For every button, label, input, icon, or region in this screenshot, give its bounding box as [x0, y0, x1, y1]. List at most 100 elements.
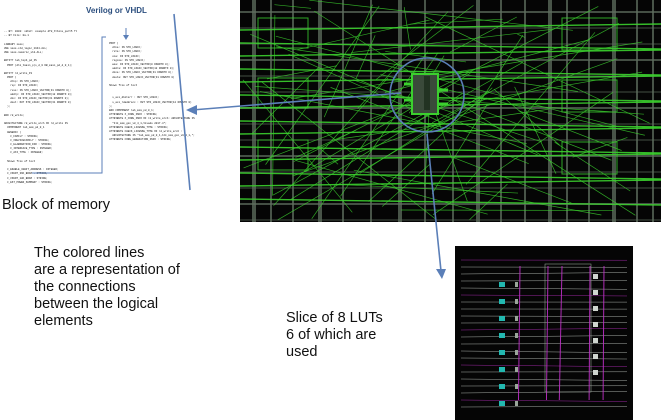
- route-net: [293, 6, 599, 163]
- panel-background: [455, 246, 633, 420]
- caption-line: 6 of which are: [286, 327, 377, 343]
- route-net: [353, 169, 602, 216]
- code-line: C_INTERFACE_TYPE : INTEGER;: [4, 147, 53, 151]
- route-bundle: [239, 42, 661, 50]
- logic-block: [561, 17, 618, 51]
- route-net: [425, 16, 650, 124]
- slice-wire: [460, 399, 628, 402]
- slice-wire: [460, 378, 628, 381]
- route-bundle: [239, 198, 661, 206]
- grid-column: [612, 0, 616, 222]
- slice-arrow-line: [426, 133, 442, 272]
- logic-block: [561, 79, 618, 113]
- code-line: PORT (: [4, 76, 17, 80]
- route-bundle: [239, 127, 661, 135]
- code-line: dlka: IN STD_LOGIC;: [106, 46, 142, 50]
- lut-pin: [515, 367, 518, 372]
- lut-pad: [499, 333, 505, 338]
- grid-column: [500, 0, 502, 222]
- code-line: dina: IN STD_LOGIC_VECTOR(31 DOWNTO 0);: [106, 71, 173, 75]
- lut-pin: [515, 384, 518, 389]
- route-net: [266, 65, 338, 80]
- grid-column: [452, 0, 454, 222]
- slice-arrowhead: [436, 269, 446, 279]
- slice-wire: [460, 391, 628, 394]
- route-bundle: [239, 146, 661, 154]
- route-net: [351, 28, 553, 53]
- route-net: [368, 87, 493, 202]
- lut-pin: [515, 282, 518, 287]
- route-net: [336, 184, 519, 194]
- code-line: C_COUNT_18K_BRAM : STRING;: [4, 176, 48, 180]
- code-line: ARCHITECTURE IS "lab_mem_pd_0_1,blk_mem_…: [106, 134, 195, 138]
- code-line: END rd_write;: [4, 113, 25, 117]
- route-net: [517, 33, 526, 38]
- memory-block-pins: [404, 82, 448, 106]
- route-net: [243, 91, 442, 169]
- route-net: [424, 71, 643, 111]
- slice-wire: [460, 364, 628, 367]
- code-line: C_EST_POWER_SUMMARY : STRING;: [4, 180, 53, 184]
- grid-column: [342, 0, 344, 222]
- grid-column: [370, 0, 372, 222]
- code-line: rsp: IN STD_LOGIC;: [4, 84, 39, 88]
- caption-line: are a representation of: [34, 262, 180, 278]
- code-line: C_XDEVICEFAMILY : STRING;: [4, 138, 50, 142]
- route-net: [554, 141, 631, 192]
- slice-trace: [517, 265, 521, 401]
- slice-wire: [460, 287, 628, 290]
- grid-column: [636, 0, 638, 222]
- code-line: LIBRARY ieee;: [4, 42, 25, 46]
- code-line: ruse: IN STD_LOGIC_VECTOR(31 DOWNTO 0);: [4, 88, 71, 92]
- code-line: rsta: IN STD_LOGIC;: [106, 50, 142, 54]
- code-line: PORT (dlk_tmain_p(s_d_0 DB_main_pd_d_0_1…: [4, 63, 73, 67]
- output-pad: [593, 306, 598, 311]
- route-net: [296, 160, 488, 215]
- slice-wire: [460, 406, 628, 408]
- lut-pad: [499, 401, 505, 406]
- route-net: [432, 91, 614, 215]
- caption-line: The colored lines: [34, 245, 145, 261]
- code-line: addrp: IN STD_LOGIC_VECTOR(12 DOWNTO 0);: [4, 92, 73, 96]
- code-line: );: [4, 105, 11, 109]
- code-line: douta: OUT STD_LOGIC_VECTOR(31 DOWNTO 0): [106, 75, 175, 79]
- highlight-circle: [389, 57, 465, 133]
- route-net: [265, 5, 380, 165]
- route-bundle: [239, 94, 661, 102]
- code-listing-left: -- BT: 0202: vdhdr: example dfd_ttbins_p…: [4, 30, 77, 185]
- diagram-title: Verilog or VHDL: [86, 6, 147, 15]
- output-pad: [593, 354, 598, 359]
- route-net: [295, 129, 357, 158]
- output-pad: [593, 338, 598, 343]
- slice-wire: [460, 335, 628, 338]
- output-pad: [593, 290, 598, 295]
- route-bundle: [239, 49, 661, 57]
- lut-pin: [515, 333, 518, 338]
- grid-column: [548, 0, 552, 222]
- logic-block: [561, 141, 618, 175]
- lut-slice-panel: [455, 246, 633, 420]
- lut-pin: [515, 316, 518, 321]
- caption-line: the connections: [34, 279, 136, 295]
- code-line: ATTRIBUTE CORE_GENERATION_INFO : STRING;: [106, 138, 172, 142]
- code-line: Shown free of text: [4, 159, 36, 163]
- route-net: [572, 137, 628, 158]
- slice-outline: [544, 263, 592, 393]
- slice-wire: [460, 328, 628, 331]
- route-bundle: [239, 153, 661, 161]
- grid-column: [524, 0, 526, 222]
- route-bundle: [239, 75, 661, 83]
- code-line: ARCHITECTURE rd_write_arch OF rd_write I…: [4, 122, 68, 126]
- code-listing-right: PORT ( dlka: IN STD_LOGIC; rsta: IN STD_…: [106, 42, 195, 143]
- code-line: END COMPONENT lab_mem_pd_0_1;: [106, 109, 155, 112]
- memory-arrow-line: [191, 92, 402, 111]
- code-line: ATTRIBUTE CHECK_LICENSE_TYPE OF rd_write…: [106, 129, 183, 133]
- code-line: ATTRIBUTE CHECK_LICENSE_TYPE : STRING;: [106, 125, 169, 129]
- code-line: ENTITY lab_topb_pd_IS: [4, 59, 37, 63]
- caption-line: used: [286, 344, 318, 360]
- code-line: );: [106, 104, 113, 108]
- code-line: dout: OUT STD_LOGIC_VECTOR(31 DOWNTO 0): [4, 101, 71, 105]
- lut-pad: [499, 282, 505, 287]
